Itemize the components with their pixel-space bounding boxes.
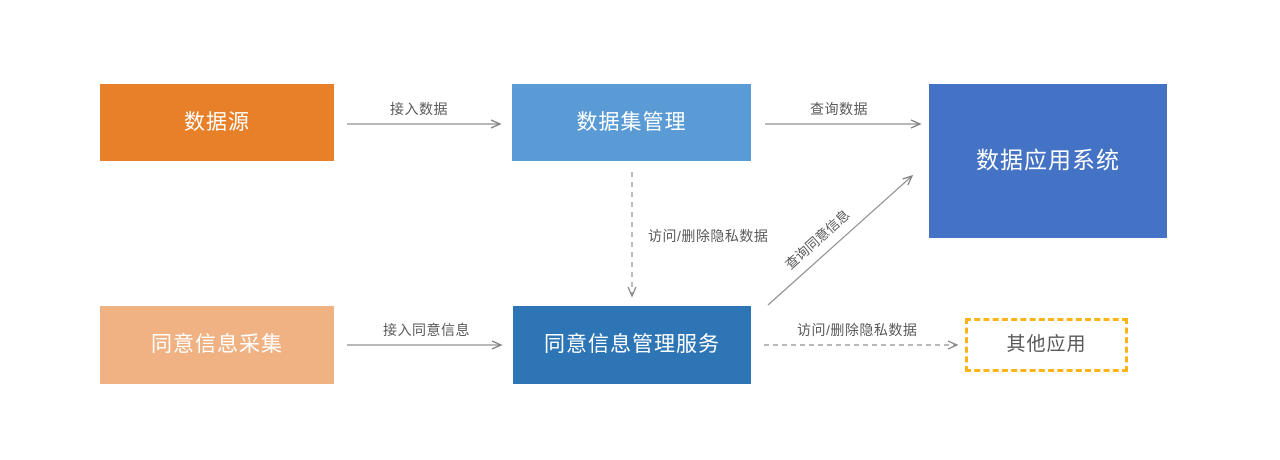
node-data-source[interactable]: 数据源	[100, 84, 334, 161]
node-dataset-management[interactable]: 数据集管理	[512, 84, 751, 161]
edge-label-ingest-data: 接入数据	[390, 101, 448, 117]
node-dataset-management-label: 数据集管理	[576, 110, 687, 134]
node-other-application[interactable]: 其他应用	[965, 318, 1128, 372]
edge-line-query-consent-info	[767, 174, 914, 306]
node-consent-service-label: 同意信息管理服务	[544, 333, 720, 357]
edge-label-query-data: 查询数据	[810, 101, 868, 117]
node-other-application-label: 其他应用	[1006, 333, 1087, 355]
node-consent-collection-label: 同意信息采集	[151, 333, 283, 357]
edge-label-ingest-consent-info: 接入同意信息	[383, 322, 470, 338]
node-data-application-label: 数据应用系统	[976, 147, 1120, 174]
node-consent-service[interactable]: 同意信息管理服务	[513, 306, 751, 384]
node-data-application[interactable]: 数据应用系统	[929, 84, 1167, 238]
edge-label-query-consent-info: 查询同意信息	[782, 207, 853, 273]
node-consent-collection[interactable]: 同意信息采集	[100, 306, 334, 384]
edge-label-access-delete-private-data-right: 访问/删除隐私数据	[797, 322, 918, 338]
edge-label-access-delete-private-data-vertical: 访问/删除隐私数据	[648, 228, 769, 244]
node-data-source-label: 数据源	[184, 110, 250, 134]
